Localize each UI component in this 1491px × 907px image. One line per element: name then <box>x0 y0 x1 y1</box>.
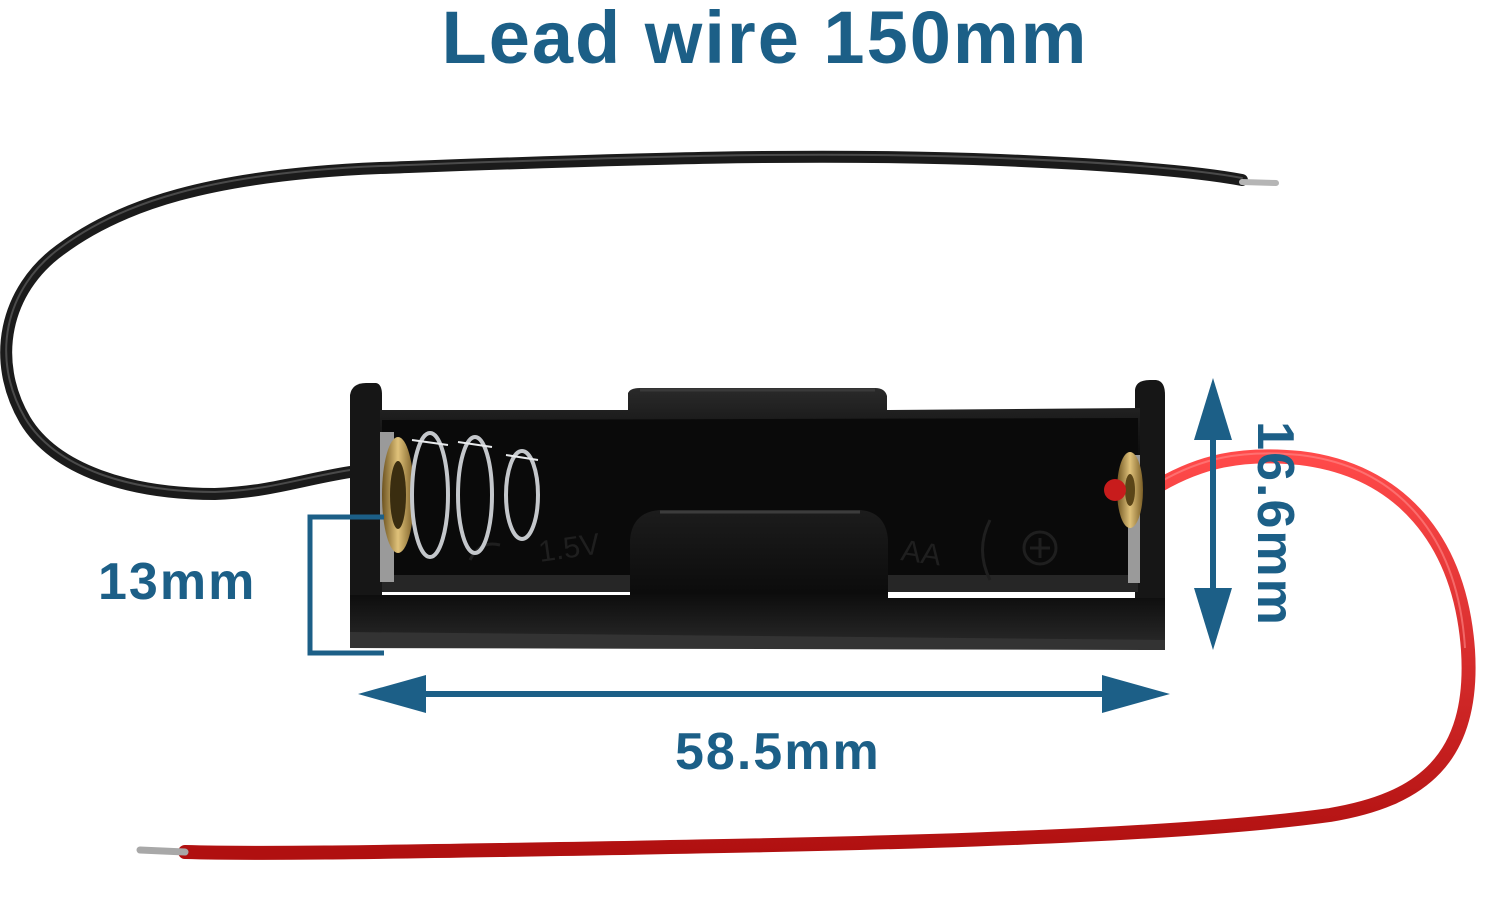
height-dimension-label: 13mm <box>98 553 257 611</box>
size-marking: AA <box>899 534 943 572</box>
plus-symbol-icon <box>1022 530 1058 566</box>
bracket-icon <box>307 514 384 656</box>
black-wire-tip <box>1239 179 1279 186</box>
length-dimension-label: 58.5mm <box>675 723 881 781</box>
double-arrow-icon <box>1194 378 1232 650</box>
red-wire-tip <box>136 846 189 856</box>
lead-wire-title: Lead wire 150mm <box>441 0 1089 79</box>
battery-holder-icon: 1.5V AA <box>350 380 1165 650</box>
dimension-annotations <box>307 378 1232 713</box>
double-arrow-icon <box>358 675 1170 713</box>
flat-contact-icon <box>1104 452 1143 583</box>
spring-contact-icon <box>380 431 540 582</box>
width-dimension-label: 16.6mm <box>1246 421 1304 627</box>
red-lead-wire <box>136 449 1476 860</box>
black-lead-wire <box>0 150 1279 501</box>
